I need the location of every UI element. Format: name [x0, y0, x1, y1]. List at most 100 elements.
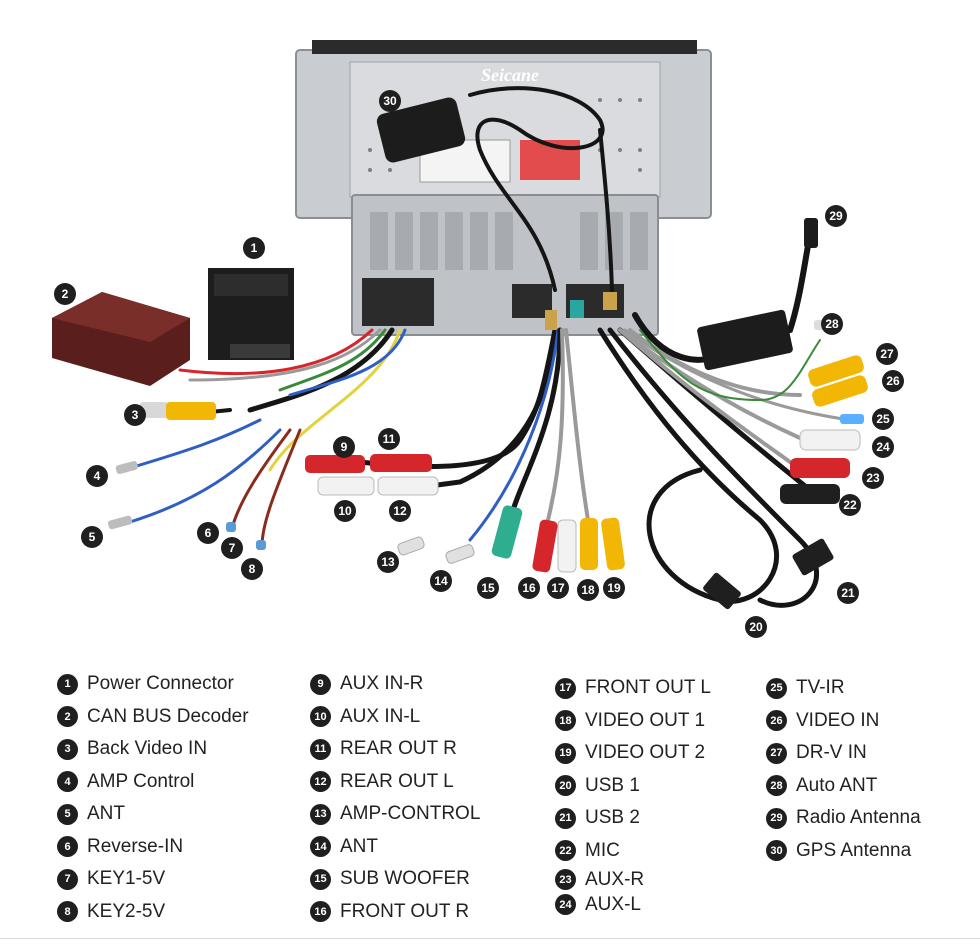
legend-item: 11 REAR OUT R: [310, 733, 480, 766]
legend-number: 23: [555, 869, 576, 890]
legend-number: 17: [555, 677, 576, 699]
power-connector: [208, 268, 294, 360]
callout-18: 18: [577, 579, 599, 601]
legend-number: 1: [57, 673, 78, 695]
callout-28: 28: [821, 313, 843, 335]
legend-label: VIDEO OUT 2: [585, 742, 706, 764]
legend-number: 3: [57, 738, 78, 760]
legend-label: DR-V IN: [796, 742, 867, 764]
callout-13: 13: [377, 551, 399, 573]
callout-5: 5: [81, 526, 103, 548]
gps-puck: [376, 97, 466, 163]
callout-9: 9: [333, 436, 355, 458]
legend-label: FRONT OUT L: [585, 677, 711, 699]
legend-number: 16: [310, 901, 331, 923]
legend-label: AUX-L: [585, 893, 641, 915]
antenna-sockets: [545, 292, 617, 330]
legend-item: 25 TV-IR: [766, 672, 921, 705]
callout-4: 4: [86, 465, 108, 487]
legend-number: 15: [310, 868, 331, 890]
callout-19: 19: [603, 577, 625, 599]
callout-2: 2: [54, 283, 76, 305]
legend-label: REAR OUT R: [340, 738, 457, 760]
legend-number: 25: [766, 677, 787, 699]
callout-3: 3: [124, 404, 146, 426]
callout-17: 17: [547, 577, 569, 599]
legend-number: 19: [555, 742, 576, 764]
legend-label: VIDEO IN: [796, 709, 880, 731]
legend-item: 2 CAN BUS Decoder: [57, 701, 249, 734]
callout-21: 21: [837, 582, 859, 604]
legend-number: 27: [766, 742, 787, 764]
legend-number: 28: [766, 775, 787, 797]
legend-number: 29: [766, 807, 787, 829]
bottom-divider: [0, 938, 980, 939]
legend-item: 1 Power Connector: [57, 668, 249, 701]
legend-label: TV-IR: [796, 677, 845, 699]
callout-25: 25: [872, 408, 894, 430]
legend-label: Radio Antenna: [796, 807, 921, 829]
legend-item: 9 AUX IN-R: [310, 668, 480, 701]
legend-item: 30 GPS Antenna: [766, 835, 921, 868]
legend-label: GPS Antenna: [796, 839, 912, 861]
callout-1: 1: [243, 237, 265, 259]
can-bus-decoder: [52, 292, 190, 386]
legend-label: Auto ANT: [796, 774, 878, 796]
legend-label: KEY2-5V: [87, 900, 166, 922]
callout-27: 27: [876, 343, 898, 365]
legend-label: CAN BUS Decoder: [87, 705, 249, 727]
legend-label: Power Connector: [87, 673, 234, 695]
legend-item: 16 FRONT OUT R: [310, 896, 480, 929]
callout-11: 11: [378, 428, 400, 450]
legend-number: 30: [766, 840, 787, 862]
legend-number: 11: [310, 738, 331, 760]
legend-item: 29 Radio Antenna: [766, 802, 921, 835]
callout-22: 22: [839, 494, 861, 516]
legend-number: 2: [57, 706, 78, 728]
legend-number: 22: [555, 840, 576, 862]
legend-number: 21: [555, 807, 576, 829]
legend-number: 7: [57, 868, 78, 890]
wiring-diagram: Seicane: [52, 40, 868, 610]
legend-label: USB 2: [585, 807, 640, 829]
legend-label: FRONT OUT R: [340, 900, 470, 922]
legend-label: AMP-CONTROL: [340, 803, 481, 825]
callout-26: 26: [882, 370, 904, 392]
legend-label: VIDEO OUT 1: [585, 709, 706, 731]
legend-label: ANT: [340, 835, 378, 857]
legend-label: SUB WOOFER: [340, 868, 470, 890]
callout-30: 30: [379, 90, 401, 112]
legend-item: 8 KEY2-5V: [57, 896, 249, 929]
legend-item: 28 Auto ANT: [766, 770, 921, 803]
legend-item: 19 VIDEO OUT 2: [555, 737, 711, 770]
callout-8: 8: [241, 558, 263, 580]
legend-number: 18: [555, 710, 576, 732]
legend-label: AUX IN-R: [340, 673, 424, 695]
legend-item: 21 USB 2: [555, 802, 711, 835]
legend-column-3: 17 FRONT OUT L 18 VIDEO OUT 1 19 VIDEO OUT …: [555, 672, 711, 917]
legend-number: 5: [57, 803, 78, 825]
connectors: [108, 218, 868, 610]
legend-item: 18 VIDEO OUT 1: [555, 705, 711, 738]
legend-number: 20: [555, 775, 576, 797]
legend-number: 9: [310, 673, 331, 695]
callout-24: 24: [872, 436, 894, 458]
callout-7: 7: [221, 537, 243, 559]
legend-item: 17 FRONT OUT L: [555, 672, 711, 705]
callout-23: 23: [862, 467, 884, 489]
legend-item: 27 DR-V IN: [766, 737, 921, 770]
legend-number: 8: [57, 901, 78, 923]
callout-6: 6: [197, 522, 219, 544]
